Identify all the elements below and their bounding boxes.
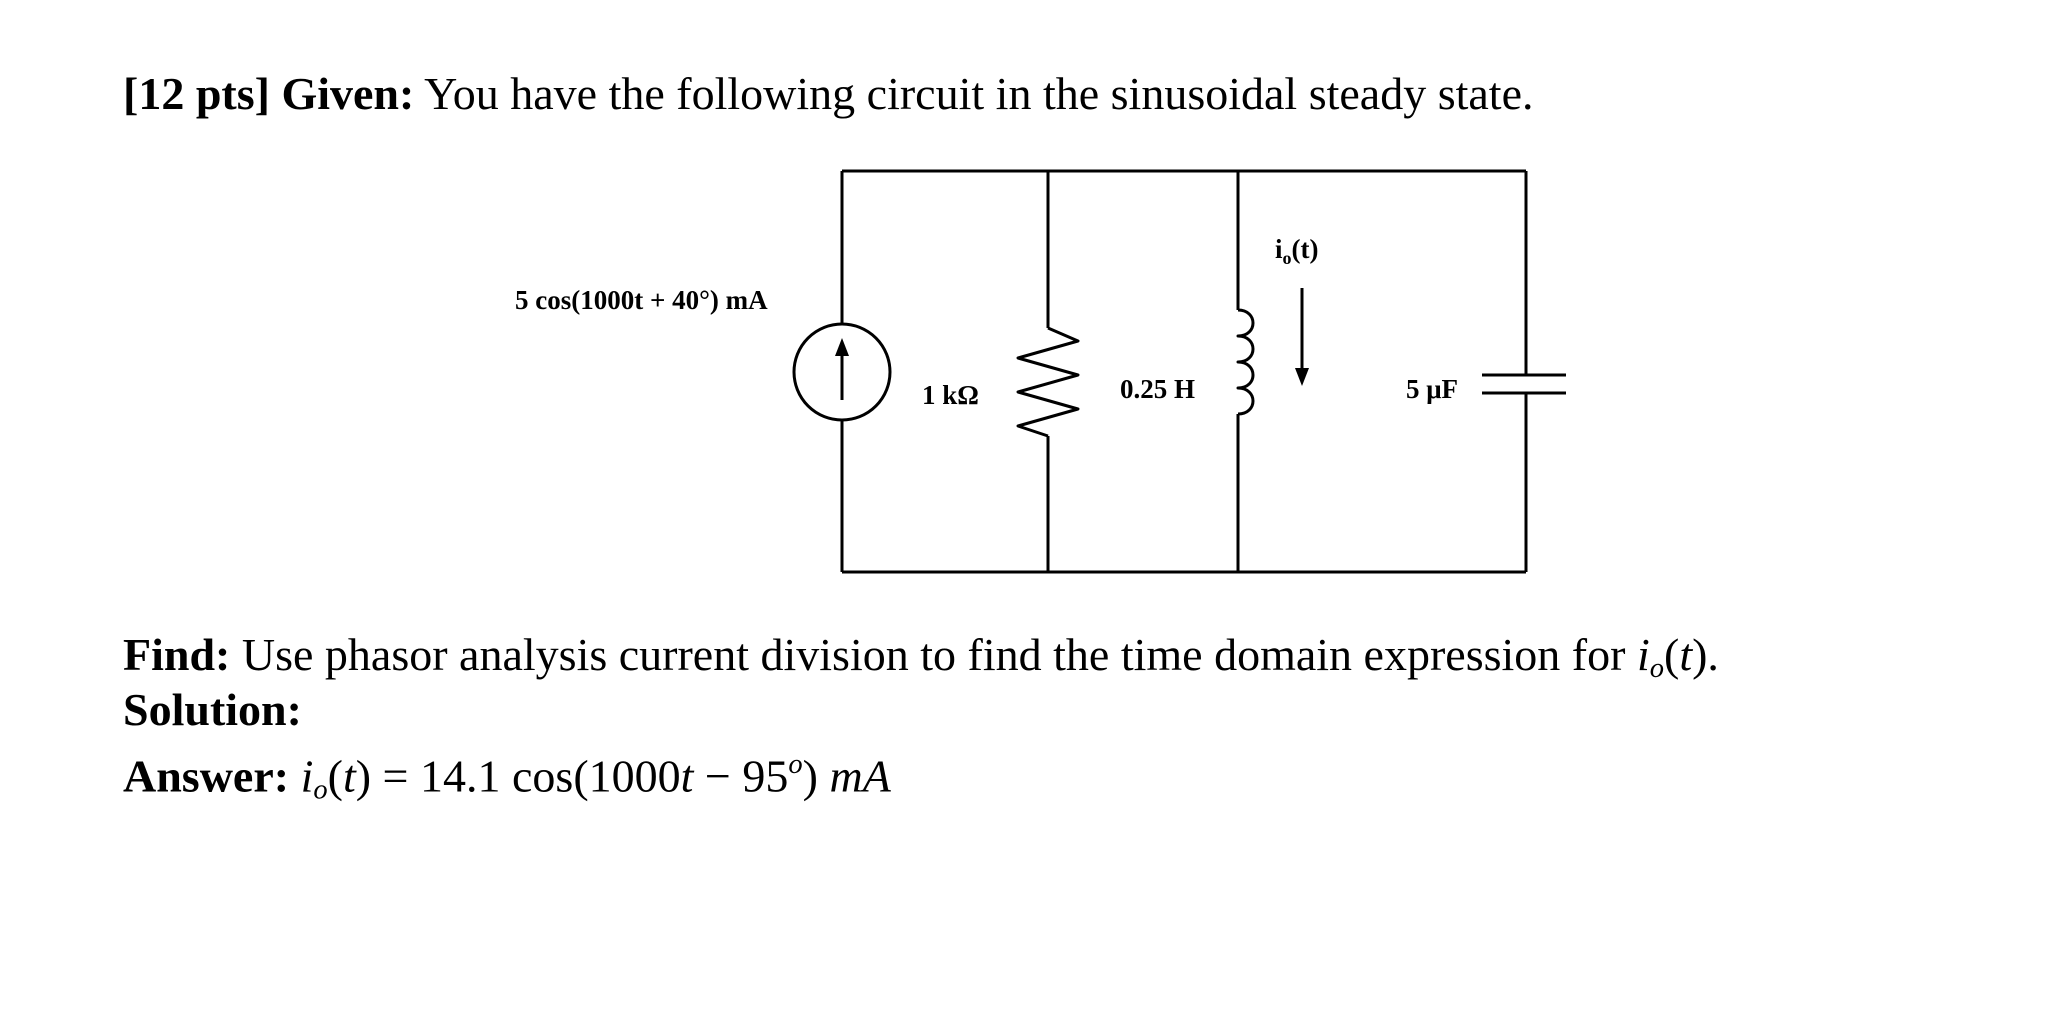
points-label: [12 pts] [123,68,270,119]
io-arrow-head [1295,368,1309,386]
answer-unit: mA [829,750,891,802]
problem-header: [12 pts] Given: You have the following c… [123,66,1534,122]
answer-var: i [300,750,314,802]
solution-heading: Solution: [123,682,302,738]
io-current-label: io(t) [1275,234,1319,268]
answer-label: Answer: [123,750,290,802]
source-arrow-head [835,338,849,356]
find-text: Use phasor analysis current division to … [241,629,1626,680]
find-statement: Find: Use phasor analysis current divisi… [123,629,1719,685]
capacitor-label: 5 μF [1406,374,1458,404]
resistor-label: 1 kΩ [922,380,979,410]
given-label: Given: [281,68,415,119]
resistor-symbol [1016,326,1080,438]
answer-statement: Answer: io(t) = 14.1 cos(1000t − 95o) mA [123,749,891,806]
answer-expression: ) = 14.1 cos(1000 [355,750,681,802]
solution-label: Solution: [123,684,302,735]
given-text: You have the following circuit in the si… [424,68,1534,119]
find-var: i [1636,629,1650,680]
inductor-label: 0.25 H [1120,374,1195,404]
find-label: Find: [123,629,231,680]
inductor-symbol [1236,308,1255,416]
source-label: 5 cos(1000t + 40°) mA [515,285,768,315]
